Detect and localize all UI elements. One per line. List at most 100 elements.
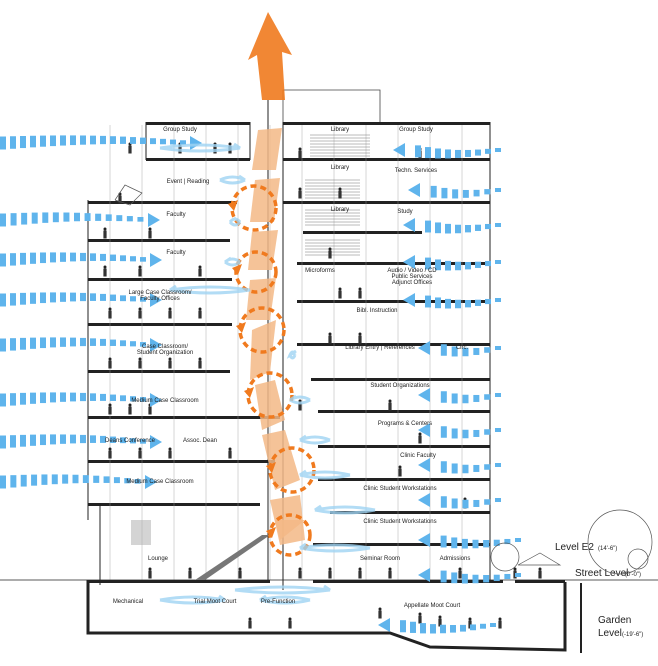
floor-slab (318, 478, 490, 481)
airflow-dash (445, 260, 451, 271)
airflow-dash (90, 435, 96, 443)
airflow-dash (0, 393, 6, 407)
airflow-dash (60, 252, 66, 262)
airflow-dash (10, 136, 16, 149)
person-figure (108, 450, 112, 459)
person-figure (198, 310, 202, 319)
airflow-dash (473, 394, 480, 402)
airflow-dash (425, 295, 431, 308)
airflow-dash (50, 337, 56, 348)
person-figure (248, 620, 252, 629)
person-figure (198, 357, 202, 361)
airflow-dash (440, 535, 447, 548)
floor-slab (318, 410, 490, 413)
room-label: Pre-Function (261, 599, 295, 605)
airflow-dash (84, 213, 91, 222)
airflow-arrow-icon (418, 493, 501, 509)
room-label: Student Organization (137, 350, 193, 356)
room-label: Admissions (440, 556, 471, 562)
airflow-dash (425, 257, 431, 270)
airflow-dash (80, 337, 86, 347)
airflow-dash (451, 572, 458, 584)
airflow-dash (80, 434, 86, 444)
room-label: Adjunct Offices (392, 280, 432, 286)
airflow-dash (62, 474, 69, 484)
person-figure (128, 145, 132, 154)
person-figure (108, 357, 112, 361)
airflow-arrow-icon (0, 292, 162, 307)
airflow-dash (465, 262, 471, 270)
airflow-dash (80, 252, 86, 262)
airflow-dash (435, 259, 441, 271)
person-figure (398, 465, 402, 469)
airflow-dash (90, 135, 96, 145)
airflow-dash (30, 337, 36, 349)
airflow-dash (180, 140, 186, 145)
airflow-dash (120, 255, 126, 262)
person-figure (108, 360, 112, 369)
airflow-dash (435, 148, 441, 159)
interior-airflow-wisp (234, 584, 331, 595)
airflow-dash (484, 499, 491, 505)
person-figure (148, 570, 152, 579)
airflow-dash (100, 253, 106, 261)
airflow-dash (90, 293, 96, 301)
basement-wall (86, 580, 567, 652)
airflow-dash (465, 149, 471, 157)
airflow-dash (120, 340, 126, 347)
person-figure (418, 435, 422, 444)
airflow-dash (462, 347, 469, 357)
airflow-dash (70, 392, 76, 402)
person-figure (358, 567, 362, 571)
airflow-dash (110, 436, 116, 443)
floor-slab (303, 231, 422, 234)
person-figure (513, 567, 517, 571)
airflow-dash (100, 393, 106, 401)
person-figure (418, 615, 422, 624)
person-figure (103, 268, 107, 277)
person-figure (298, 150, 302, 159)
room-label: Audio / Video / CD (387, 268, 437, 274)
airflow-dash (10, 338, 16, 351)
person-figure (328, 570, 332, 579)
airflow-dash (120, 437, 126, 444)
airflow-dash (130, 438, 136, 444)
person-figure (128, 406, 132, 415)
airflow-dash (116, 215, 123, 222)
airflow-dash (445, 149, 451, 159)
airflow-dash (485, 148, 491, 154)
airflow-dash (134, 479, 141, 484)
room-label: Trial Moot Court (194, 599, 237, 605)
garden-level-label-line2: Level (598, 628, 622, 639)
airflow-dash (440, 624, 446, 634)
airflow-dash (451, 393, 458, 404)
person-figure (458, 570, 462, 579)
orange-arrowhead-icon (244, 387, 254, 398)
person-figure (168, 447, 172, 451)
room-label: Study (397, 209, 412, 215)
airflow-dash (472, 574, 479, 584)
person-figure (288, 620, 292, 629)
room-label: Bibl. Instruction (356, 308, 397, 314)
airflow-dash (20, 337, 26, 350)
airflow-dash (40, 135, 46, 147)
airflow-arrow-icon (418, 533, 521, 549)
airflow-dash (40, 292, 46, 304)
airflow-dash (462, 189, 469, 198)
airflow-dash (30, 434, 36, 446)
airflow-dash (495, 428, 501, 432)
level-e2-label: Level E2 (555, 542, 594, 553)
person-figure (103, 265, 107, 269)
floor-slab (88, 323, 232, 326)
airflow-dash (70, 252, 76, 262)
airflow-dash (31, 212, 38, 224)
airflow-dash (425, 220, 431, 233)
airflow-dash (495, 223, 501, 227)
room-label: Clinic Student Workstations (363, 519, 436, 525)
airflow-dash (455, 299, 461, 309)
person-figure (198, 265, 202, 269)
room-label: Group Study (163, 127, 197, 133)
person-figure (108, 310, 112, 319)
airflow-dash (461, 573, 468, 584)
